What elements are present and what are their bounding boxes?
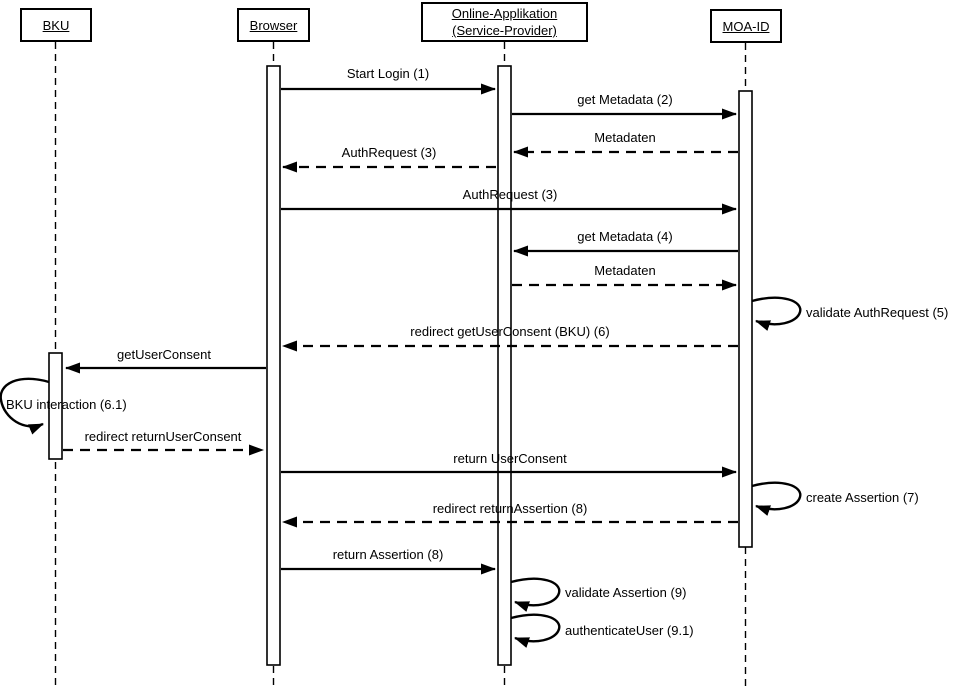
self-loops [0,296,802,648]
loop-create-assertion [751,481,802,516]
loop-validate-authrequest [751,296,802,331]
label-metadaten-2: Metadaten [594,263,656,278]
label-metadaten-1: Metadaten [594,130,656,145]
actor-label-online-applikation: Online-Applikation (Service-Provider) [451,6,558,38]
label-return-assertion: return Assertion (8) [332,547,444,562]
dashed-arrows [63,146,738,528]
label-validate-assertion: validate Assertion (9) [565,585,687,600]
label-redirect-getuserconsent: redirect getUserConsent (BKU) (6) [410,324,610,339]
label-create-assertion: create Assertion (7) [806,490,919,505]
activation-bars [48,65,753,666]
label-authrequest-3-return: AuthRequest (3) [341,145,437,160]
label-redirect-returnuserconsent: redirect returnUserConsent [84,429,242,444]
actor-box-bku: BKU [20,8,92,42]
label-get-metadata-2: get Metadata (2) [577,92,673,107]
loop-authenticateuser [510,613,561,648]
label-return-userconsent: return UserConsent [453,451,567,466]
label-get-metadata-4: get Metadata (4) [577,229,673,244]
label-bku-interaction: BKU interaction (6.1) [6,397,127,412]
actor-label-moa-id: MOA-ID [722,18,770,34]
actor-box-moa-id: MOA-ID [710,9,782,43]
activation-bku [48,352,63,460]
solid-arrows [65,83,738,575]
label-redirect-returnassertion: redirect returnAssertion (8) [432,501,588,516]
loop-validate-assertion [510,577,561,612]
actor-box-online-applikation: Online-Applikation (Service-Provider) [421,2,588,42]
actor-label-bku: BKU [42,17,70,33]
label-authenticateuser: authenticateUser (9.1) [565,623,694,638]
label-start-login: Start Login (1) [346,66,430,81]
activation-browser [266,65,281,666]
actor-box-browser: Browser [237,8,310,42]
label-getuserconsent: getUserConsent [117,347,211,362]
actor-label-browser: Browser [249,17,298,33]
label-validate-authrequest: validate AuthRequest (5) [806,305,949,320]
loop-bku-interaction [0,377,50,435]
activation-moa-id [738,90,753,548]
label-authrequest-3-forward: AuthRequest (3) [462,187,558,202]
activation-online-applikation [497,65,512,666]
